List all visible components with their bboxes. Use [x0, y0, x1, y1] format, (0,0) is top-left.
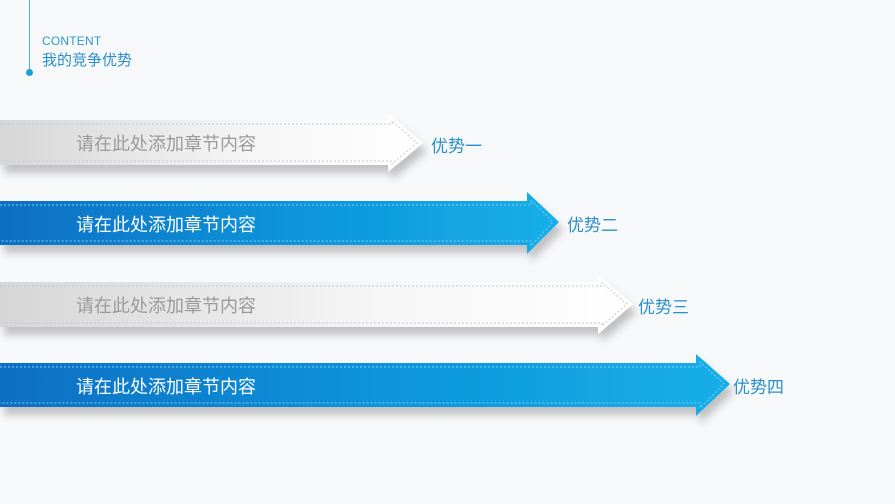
arrow-shape-icon: [0, 192, 559, 254]
arrow-shape-icon: [0, 113, 423, 172]
arrow-text: 请在此处添加章节内容: [76, 134, 256, 155]
advantage-arrow-4: 请在此处添加章节内容: [0, 353, 735, 417]
advantage-arrow-2: 请在此处添加章节内容: [0, 191, 565, 255]
arrow-text: 请在此处添加章节内容: [76, 296, 256, 317]
advantage-label-1: 优势一: [431, 137, 482, 157]
advantage-label-4: 优势四: [733, 378, 784, 398]
arrow-shape-icon: [0, 354, 730, 416]
header-subtitle: CONTENT: [42, 34, 102, 48]
arrow-text: 请在此处添加章节内容: [76, 377, 256, 398]
advantage-label-3: 优势三: [638, 298, 689, 318]
page-title: 我的竞争优势: [42, 51, 133, 69]
advantage-label-2: 优势二: [567, 216, 618, 236]
header-timeline-line: [29, 0, 30, 72]
advantage-arrow-3: 请在此处添加章节内容: [0, 274, 640, 336]
header-timeline-dot: [26, 69, 33, 76]
advantage-arrow-1: 请在此处添加章节内容: [0, 112, 430, 174]
arrow-shape-icon: [0, 275, 633, 334]
arrow-text: 请在此处添加章节内容: [76, 215, 256, 236]
